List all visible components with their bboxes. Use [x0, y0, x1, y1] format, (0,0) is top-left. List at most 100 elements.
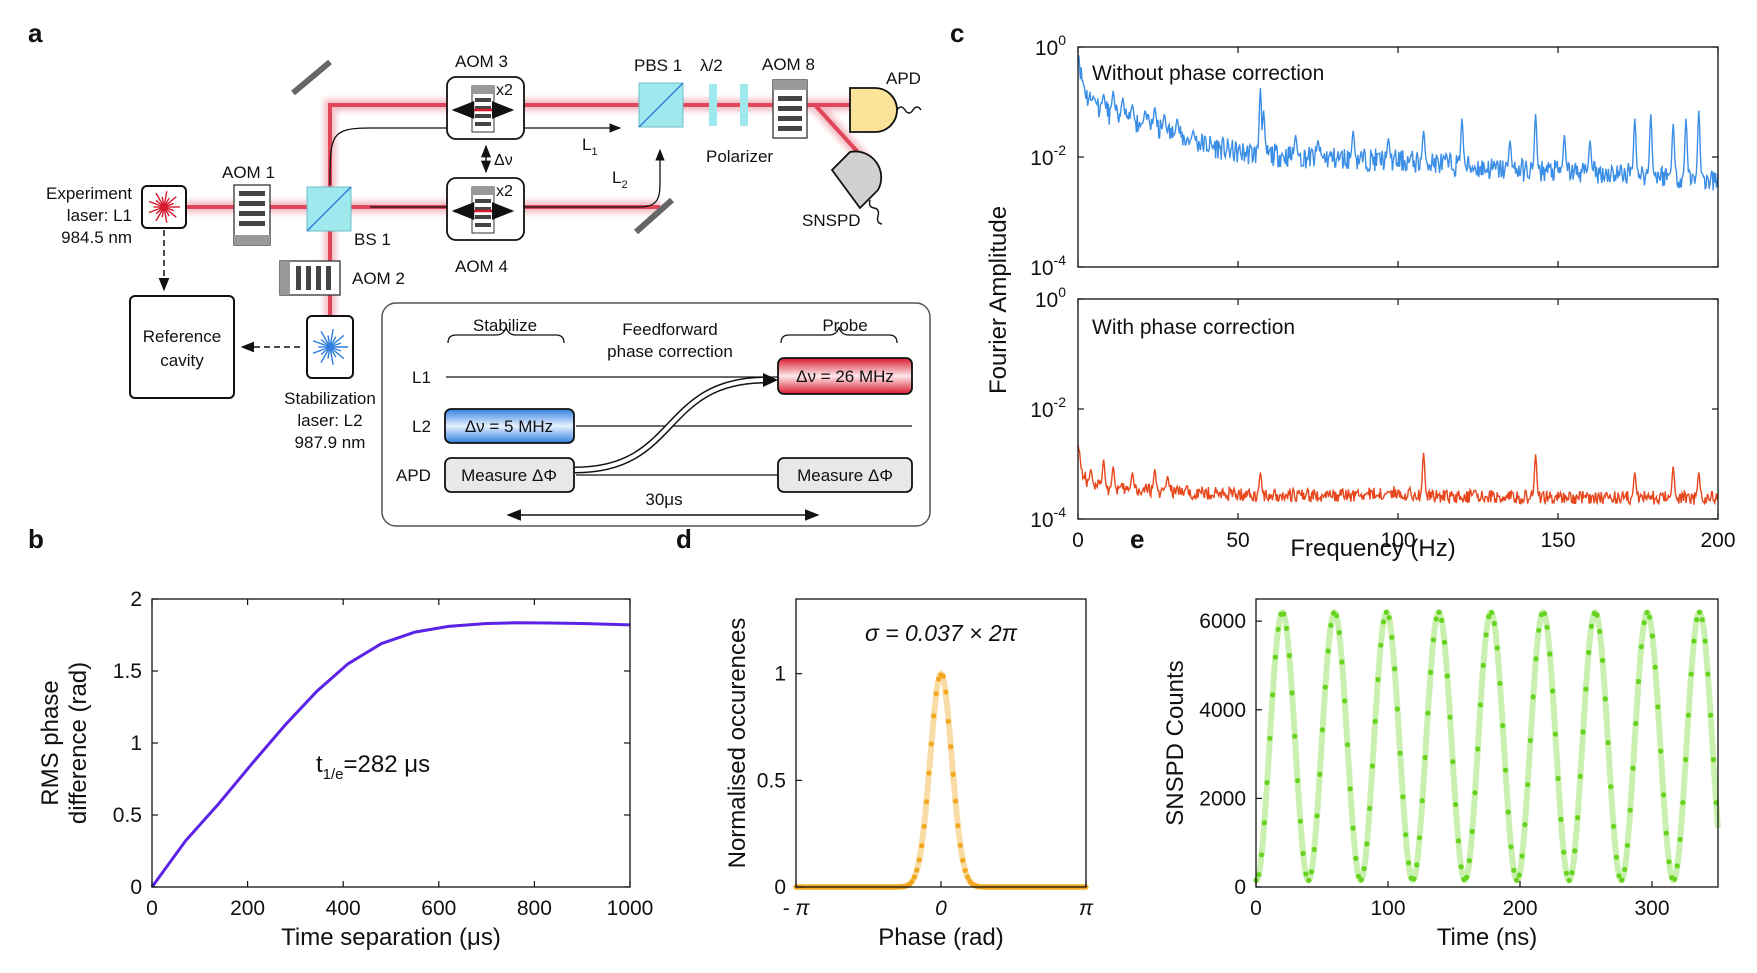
e-data-point — [1655, 704, 1661, 710]
e-data-point — [1361, 866, 1367, 872]
aom2-modulator — [279, 260, 341, 296]
bs1-label: BS 1 — [354, 230, 391, 249]
d-data-point — [948, 744, 954, 750]
e-data-point — [1419, 798, 1425, 804]
e-frame — [1255, 598, 1719, 888]
e-data-point — [1522, 822, 1528, 828]
e-data-point — [1660, 792, 1667, 798]
row-label-l2: L2 — [412, 417, 431, 436]
probe-detuning-box — [777, 357, 913, 395]
e-data-point — [1622, 866, 1628, 873]
stabilize-heading: Stabilize — [473, 316, 537, 335]
polarizer-element — [740, 84, 748, 126]
e-data-point — [1672, 876, 1678, 882]
half-wave-plate — [709, 84, 717, 126]
e-data-point — [1400, 794, 1406, 800]
e-data-point — [1588, 623, 1594, 629]
experiment-laser-label-1: Experiment — [46, 184, 132, 203]
d-y-ticks: 00.51 — [757, 663, 802, 899]
e-data-point — [1405, 860, 1412, 866]
e-data-point — [1317, 771, 1323, 778]
panel-letter-b: b — [28, 524, 44, 554]
e-data-point — [1619, 877, 1625, 883]
e-data-point — [1644, 610, 1650, 616]
d-data-point — [933, 691, 939, 697]
laser-red-burst-icon — [148, 191, 180, 223]
snspd-detector — [830, 150, 883, 225]
e-data-point — [1575, 815, 1581, 821]
e-data-point — [1347, 786, 1353, 792]
d-data-point — [945, 718, 951, 724]
b-xtick-label: 800 — [517, 897, 552, 920]
d-data-point — [943, 689, 949, 695]
e-data-point — [1300, 850, 1306, 857]
path-l1-arrow — [329, 123, 622, 186]
d-data-point — [962, 867, 968, 874]
e-ytick-label: 6000 — [1199, 610, 1246, 633]
e-data-point — [1344, 742, 1351, 748]
e-data-point — [1264, 780, 1270, 786]
e-data-point — [1527, 737, 1533, 744]
d-data-point — [950, 771, 956, 778]
e-data-point — [1577, 773, 1583, 780]
e-data-point — [1647, 614, 1653, 620]
e-data-point — [1696, 609, 1703, 615]
e-ytick-label: 0 — [1234, 876, 1246, 899]
e-data-point — [1477, 702, 1484, 708]
e-data-point — [1633, 720, 1639, 727]
e-xlabel: Time (ns) — [1437, 924, 1537, 951]
e-data-point — [1497, 680, 1503, 686]
experiment-laser-label-3: 984.5 nm — [61, 228, 132, 247]
d-xtick-label: - π — [783, 897, 811, 920]
e-data-point — [1658, 748, 1664, 754]
c-ytick-label: 10-2 — [1030, 142, 1066, 170]
snspd-label: SNSPD — [802, 211, 861, 230]
e-data-point — [1339, 659, 1345, 665]
e-data-point — [1303, 871, 1309, 877]
reference-cavity-label-2: cavity — [160, 351, 204, 370]
e-data-point — [1691, 638, 1697, 644]
e-data-point — [1505, 809, 1511, 815]
d-data-point — [957, 842, 963, 848]
e-data-point — [1428, 669, 1434, 676]
timing-inset: Stabilize Feedforward phase correction P… — [381, 302, 931, 527]
pbs1-label: PBS 1 — [634, 56, 682, 75]
e-data-point — [1638, 644, 1644, 650]
d-ytick-label: 1 — [774, 663, 786, 686]
e-data-point — [1292, 733, 1298, 739]
b-xtick-label: 200 — [230, 897, 265, 920]
d-ytick-label: 0 — [774, 876, 786, 899]
c-xtick-label: 0 — [1072, 529, 1084, 552]
feedforward-double-arrow — [574, 373, 778, 474]
e-data-point — [1464, 874, 1470, 880]
apd-detector — [849, 87, 922, 133]
d-data-point — [909, 879, 915, 885]
e-data-point — [1566, 877, 1572, 883]
probe-heading: Probe — [822, 316, 867, 335]
d-data-point — [960, 857, 966, 863]
d-data-point — [926, 770, 932, 776]
e-data-point — [1275, 626, 1281, 632]
panel-letter-c: c — [950, 18, 964, 48]
reference-cavity-box — [129, 295, 235, 399]
aom2-label: AOM 2 — [352, 269, 405, 288]
c-ytick-label: 10-2 — [1030, 394, 1066, 422]
stabilize-brace — [447, 326, 565, 344]
feedforward-label-2: phase correction — [607, 342, 733, 361]
polarizer-label: Polarizer — [706, 147, 773, 166]
e-data-point — [1272, 654, 1278, 660]
e-data-point — [1508, 844, 1514, 850]
e-data-point — [1530, 694, 1536, 700]
e-data-point — [1580, 729, 1586, 735]
e-data-point — [1483, 632, 1489, 638]
d-data-point — [936, 676, 942, 682]
e-data-point — [1663, 830, 1669, 836]
e-data-point — [1472, 790, 1478, 796]
e-data-point — [1635, 678, 1642, 685]
d-data-point — [940, 673, 947, 679]
e-data-point — [1416, 835, 1423, 841]
half-wave-plate-label: λ/2 — [700, 56, 723, 75]
